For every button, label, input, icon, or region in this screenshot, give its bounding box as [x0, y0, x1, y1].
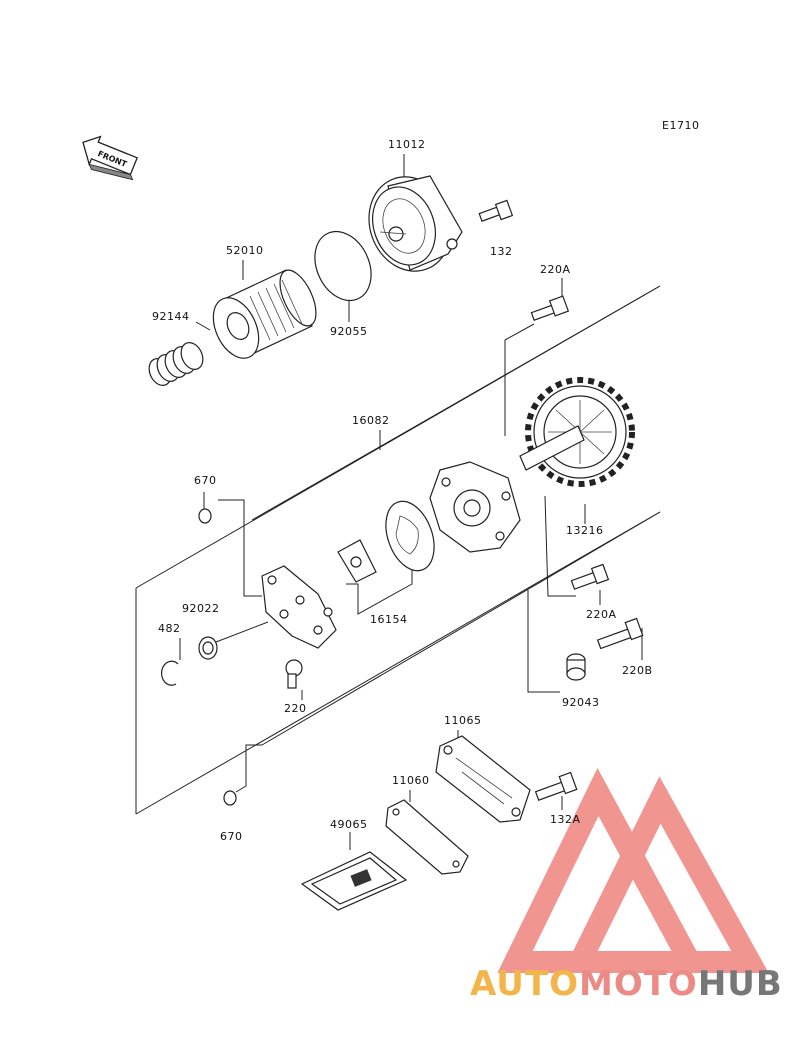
diagram-code: E1710: [662, 119, 699, 132]
label-220b: 220B: [622, 664, 653, 677]
label-16154: 16154: [370, 613, 408, 626]
part-92055-o-ring[interactable]: [304, 222, 382, 309]
part-220a-bolt-mid[interactable]: [570, 563, 610, 590]
label-52010: 52010: [226, 244, 264, 257]
part-482-circlip[interactable]: [161, 660, 179, 686]
part-labels: 11012 132 52010 92055 92144 220A 16082 6…: [152, 138, 653, 843]
part-132a-bolt[interactable]: [534, 771, 578, 801]
label-670-bottom: 670: [220, 830, 243, 843]
label-11012: 11012: [388, 138, 426, 151]
label-11060: 11060: [392, 774, 430, 787]
wordmark-hub: HUB: [698, 964, 783, 1004]
part-16154-rotors[interactable]: [337, 495, 443, 583]
label-16082: 16082: [352, 414, 390, 427]
part-220b-bolt[interactable]: [596, 617, 644, 650]
part-92022-washer[interactable]: [198, 636, 218, 660]
part-pump-body[interactable]: [429, 461, 521, 553]
wordmark-moto: MOTO: [579, 964, 698, 1004]
assembly-frame: [135, 154, 661, 850]
part-220a-bolt-top[interactable]: [530, 295, 570, 321]
svg-text:AUTOMOTOHUB: AUTOMOTOHUB: [470, 964, 783, 1004]
automotohub-wordmark: AUTOMOTOHUB: [470, 964, 783, 1004]
label-482: 482: [158, 622, 181, 635]
part-11065-cover[interactable]: [435, 735, 531, 823]
part-92144-spring[interactable]: [145, 339, 207, 389]
label-49065: 49065: [330, 818, 368, 831]
part-11060-gasket[interactable]: [385, 799, 469, 875]
label-92055: 92055: [330, 325, 368, 338]
label-220a-top: 220A: [540, 263, 571, 276]
label-220: 220: [284, 702, 307, 715]
part-670-ring-bottom[interactable]: [223, 790, 237, 806]
label-220a-mid: 220A: [586, 608, 617, 621]
front-arrow-icon: FRONT: [82, 135, 139, 181]
label-670-top: 670: [194, 474, 217, 487]
part-49065-screen[interactable]: [300, 851, 408, 911]
part-pump-cover-plate[interactable]: [261, 565, 337, 649]
label-11065: 11065: [444, 714, 482, 727]
part-220-screw[interactable]: [285, 659, 303, 689]
wordmark-auto: AUTO: [470, 964, 579, 1004]
part-52010-filter[interactable]: [204, 265, 323, 366]
label-92022: 92022: [182, 602, 220, 615]
label-92043: 92043: [562, 696, 600, 709]
part-13216-sprocket[interactable]: [519, 377, 635, 487]
label-132a: 132A: [550, 813, 581, 826]
label-132: 132: [490, 245, 513, 258]
automotohub-logo: [497, 767, 769, 973]
part-132-bolt[interactable]: [478, 199, 514, 222]
label-92144: 92144: [152, 310, 190, 323]
part-92043-dowel[interactable]: [566, 653, 586, 681]
part-670-ring-top[interactable]: [198, 508, 212, 524]
part-11012-cover[interactable]: [356, 165, 464, 283]
label-13216: 13216: [566, 524, 604, 537]
